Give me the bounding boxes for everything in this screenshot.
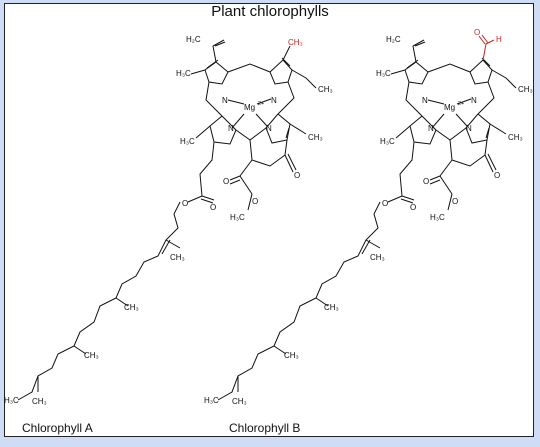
metal-charge-a: 2+: [258, 101, 264, 107]
methyl-top-left-a: H₃C: [176, 69, 191, 78]
phytyl-ester-o1-b: O: [382, 199, 388, 208]
vinyl-label-b: H₂C: [386, 35, 401, 44]
phytyl-end-bottom-a: CH₃: [32, 397, 47, 406]
ester-o1-b: O: [423, 177, 429, 186]
caption-chlorophyll-b: Chlorophyll B: [229, 421, 301, 435]
n-label-a3: N: [228, 124, 234, 133]
ester-o2-b: O: [452, 197, 458, 206]
ester-o1-a: O: [223, 177, 229, 186]
ethyl-label-a: CH₃: [318, 85, 333, 94]
n-label-b2: N: [471, 96, 477, 105]
metal-label-b: Mg: [444, 103, 455, 112]
aldehyde-o-b: O: [474, 28, 480, 37]
methyl-right-b: CH₃: [508, 133, 523, 142]
phytyl-methyl3-b: CH₃: [284, 351, 299, 360]
phytyl-ester-o2-b: O: [410, 203, 416, 212]
figure-panel: [4, 3, 534, 437]
n-label-b1: N: [422, 96, 428, 105]
phytyl-end-left-b: H₃C: [204, 396, 219, 405]
ketone-o-a: O: [294, 171, 300, 180]
porphyrin-skeleton-a: [17, 39, 317, 401]
methoxy-label-b: H₃C: [430, 213, 445, 222]
methyl-lower-left-b: H₃C: [380, 137, 395, 146]
n-label-b4: N: [466, 124, 472, 133]
highlight-bond-a: [282, 45, 291, 61]
porphyrin-skeleton-b: [217, 39, 517, 401]
ethyl-label-b: CH₃: [518, 85, 533, 94]
methyl-top-left-b: H₃C: [376, 69, 391, 78]
methyl-lower-left-a: H₃C: [180, 137, 195, 146]
ketone-o-b: O: [494, 171, 500, 180]
phytyl-methyl3-a: CH₃: [84, 351, 99, 360]
phytyl-methyl2-b: CH₃: [324, 303, 339, 312]
phytyl-methyl1-b: CH₃: [370, 253, 385, 262]
figure-title: Plant chlorophylls: [211, 3, 329, 20]
n-label-a4: N: [266, 124, 272, 133]
n-label-a2: N: [271, 96, 277, 105]
n-label-a1: N: [222, 96, 228, 105]
aldehyde-h-b: H: [496, 35, 502, 44]
phytyl-methyl2-a: CH₃: [124, 303, 139, 312]
highlight-group-a: CH₃: [288, 38, 303, 47]
phytyl-methyl1-a: CH₃: [170, 253, 185, 262]
caption-chlorophyll-a: Chlorophyll A: [22, 421, 93, 435]
metal-charge-b: 2+: [458, 101, 464, 107]
metal-label-a: Mg: [244, 103, 255, 112]
molecule-chlorophyll-a: H₂C CH₃ H₃C CH₃ N N N N Mg 2+ H₃C CH₃ O …: [4, 35, 333, 406]
methoxy-label-a: H₃C: [230, 213, 245, 222]
aldehyde-bonds-b: [478, 34, 495, 61]
phytyl-ester-o1-a: O: [182, 199, 188, 208]
n-label-b3: N: [428, 124, 434, 133]
molecule-chlorophyll-b: H₂C O H H₃C CH₃ N N N N Mg 2+ H₃C CH₃ O …: [204, 28, 533, 406]
phytyl-end-left-a: H₃C: [4, 396, 19, 405]
ester-o2-a: O: [252, 197, 258, 206]
phytyl-ester-o2-a: O: [210, 203, 216, 212]
phytyl-end-bottom-b: CH₃: [232, 397, 247, 406]
vinyl-label-a: H₂C: [186, 35, 201, 44]
methyl-right-a: CH₃: [308, 133, 323, 142]
